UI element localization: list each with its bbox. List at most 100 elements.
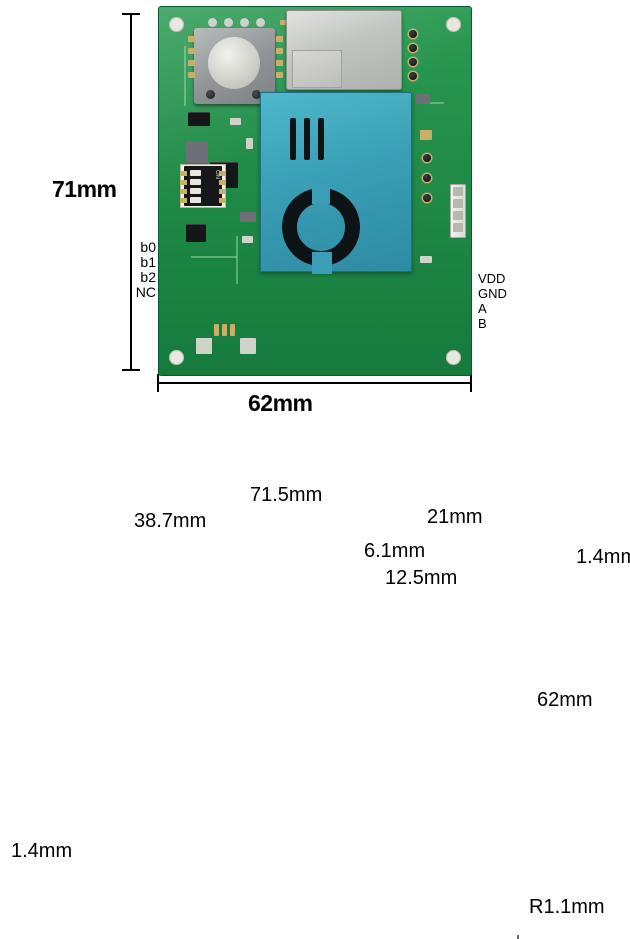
header-pin-4 (409, 72, 417, 80)
edge-via-2 (423, 174, 431, 182)
connector-slot-b (453, 223, 463, 232)
cad-label-notch-depth: 6.1mm (362, 540, 428, 563)
test-pad-3 (240, 18, 249, 27)
test-pad-4 (256, 18, 265, 27)
mechanical-drawing-view: 71.5mm 38.7mm 21mm 6.1mm 12.5mm 1.4mm 62… (0, 460, 630, 939)
mounting-hole-bottom-left (169, 350, 184, 365)
sensor-pin-l3 (188, 60, 195, 66)
dip-pin-r1 (219, 171, 226, 176)
header-pin-3 (409, 58, 417, 66)
resistor-r1 (230, 118, 241, 125)
dip-pin-l1 (180, 171, 187, 176)
cad-label-offset-left: 38.7mm (132, 510, 209, 533)
cad-label-overall-height: 62mm (535, 689, 595, 712)
mounting-hole-top-right (446, 17, 461, 32)
sensor-pin-r3 (276, 60, 283, 66)
dimension-cap-top (122, 13, 140, 15)
connector-slot-vdd (453, 187, 463, 196)
cad-label-notch-width: 12.5mm (383, 567, 460, 590)
sensor-pin-l2 (188, 48, 195, 54)
pressure-sensor (186, 141, 208, 163)
pcb-board-photo: ON (158, 6, 472, 376)
pad-bottom-1 (214, 324, 219, 336)
dip-label-b0: b0 (140, 239, 156, 255)
dip-label-b2: b2 (140, 269, 156, 285)
dip-switch-label-group: b0 b1 b2 NC (128, 240, 156, 300)
mounting-hole-bottom-right (446, 350, 461, 365)
dip-pin-r2 (219, 180, 226, 185)
connector-label-vdd: VDD (478, 271, 506, 286)
dip-pin-l3 (180, 189, 187, 194)
dimension-line-width (158, 382, 472, 384)
output-connector[interactable] (450, 184, 466, 238)
dip-label-b1: b1 (140, 254, 156, 270)
test-pad-1 (208, 18, 217, 27)
dip-switch-body: ON (180, 166, 226, 206)
sensor-pin-r1 (276, 36, 283, 42)
header-pin-1 (409, 30, 417, 38)
rf-shield-can (286, 10, 402, 90)
gray-sensor-module (194, 28, 275, 104)
dip-pin-l2 (180, 180, 187, 185)
vent-slot-2 (304, 118, 310, 160)
fan-ring-gap-bottom (312, 252, 332, 274)
cad-label-connector-width: 21mm (425, 506, 485, 529)
test-pad-2 (224, 18, 233, 27)
edge-via-1 (423, 154, 431, 162)
dip-switch-on-marking: ON (214, 170, 220, 179)
vent-slot-1 (290, 118, 296, 160)
dip-lever-4[interactable] (190, 197, 201, 203)
dimension-label-width: 62mm (248, 390, 313, 416)
edge-via-3 (423, 194, 431, 202)
pad-bottom-3 (230, 324, 235, 336)
capacitor-c1 (246, 138, 253, 149)
connector-slot-a (453, 211, 463, 220)
dimension-cap-bottom (122, 369, 140, 371)
dip-lever-1[interactable] (190, 170, 201, 176)
crystal (240, 212, 256, 222)
dimension-cap-right (470, 374, 472, 392)
dimension-label-height: 71mm (52, 176, 117, 202)
cad-label-corner-radius: R1.1mm (527, 896, 607, 919)
connector-label-b: B (478, 316, 487, 331)
connector-label-gnd: GND (478, 286, 507, 301)
cad-label-edge-inset-bottom: 1.4mm (9, 840, 75, 863)
cap-bottom-1 (196, 338, 212, 354)
dimension-lines (517, 935, 519, 939)
sensor-pin-l1 (188, 36, 195, 42)
blue-dust-sensor-module (260, 92, 412, 274)
dip-label-nc: NC (135, 284, 156, 300)
dip-lever-2[interactable] (190, 179, 201, 185)
trace-d (236, 236, 238, 284)
sensor-screw-left (206, 90, 215, 99)
dip-pin-l4 (180, 198, 187, 203)
sensor-pin-r4 (276, 72, 283, 78)
sensor-filter-disc (208, 37, 260, 89)
dimension-cap-left (157, 374, 159, 392)
trace-a (184, 46, 186, 106)
edge-chip-1 (416, 94, 430, 104)
capacitor-c2 (242, 236, 253, 243)
connector-slot-gnd (453, 199, 463, 208)
silk-pad-top (280, 20, 290, 25)
sensor-pin-l4 (188, 72, 195, 78)
cad-label-overall-width: 71.5mm (248, 484, 325, 507)
module-photo-view: 71mm 62mm (0, 0, 630, 430)
edge-part-1 (420, 256, 432, 263)
dip-lever-3[interactable] (190, 188, 201, 194)
dip-pin-r3 (219, 189, 226, 194)
dimension-line-height (130, 14, 132, 371)
header-pin-2 (409, 44, 417, 52)
trace-e (420, 102, 444, 104)
cap-bottom-2 (240, 338, 256, 354)
photodiode (186, 224, 206, 242)
transistor-sot23 (188, 112, 210, 126)
sensor-screw-right (252, 90, 261, 99)
pad-bottom-2 (222, 324, 227, 336)
mounting-hole-top-left (169, 17, 184, 32)
dip-switch[interactable]: ON (180, 164, 226, 208)
connector-label-a: A (478, 301, 487, 316)
fan-ring-gap-top (312, 184, 330, 204)
trace-c (191, 256, 237, 258)
